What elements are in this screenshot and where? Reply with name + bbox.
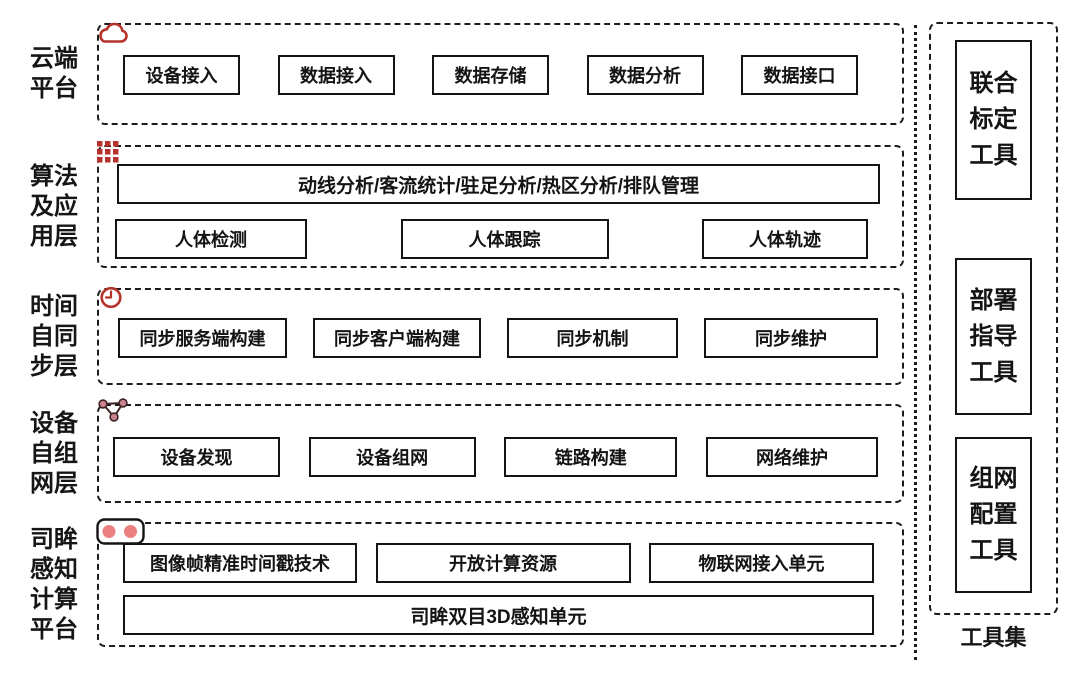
module-box: 人体轨迹 (702, 219, 868, 259)
module-box: 设备发现 (113, 437, 280, 477)
layer-label-perception-platform: 司眸 感知 计算 平台 (30, 525, 78, 643)
clock-icon (99, 285, 123, 310)
module-box: 设备组网 (308, 437, 476, 477)
layer-label-algorithm-application: 算法 及应 用层 (30, 162, 78, 250)
module-box: 数据分析 (586, 55, 704, 95)
module-box: 数据接口 (741, 55, 858, 95)
toolset-label: 工具集 (960, 625, 1027, 650)
tool-box-joint-calibration: 联合 标定 工具 (955, 40, 1032, 200)
module-box: 设备接入 (123, 55, 240, 95)
tool-box-deployment-guide: 部署 指导 工具 (955, 258, 1032, 415)
module-box-wide: 动线分析/客流统计/驻足分析/热区分析/排队管理 (117, 164, 880, 204)
toolset-panel: 联合 标定 工具 部署 指导 工具 组网 配置 工具 (929, 22, 1058, 615)
module-box: 人体检测 (115, 219, 307, 259)
module-box: 物联网接入单元 (649, 543, 874, 583)
layer-section-cloud-platform: 设备接入 数据接入 数据存储 数据分析 数据接口 (97, 21, 904, 125)
module-box: 人体跟踪 (400, 219, 609, 259)
module-box: 同步客户端构建 (313, 318, 481, 358)
layer-section-time-sync: 同步服务端构建 同步客户端构建 同步机制 同步维护 (97, 285, 904, 385)
grid-icon (97, 141, 119, 163)
layer-label-device-network: 设备 自组 网层 (30, 409, 78, 497)
module-box: 同步机制 (507, 318, 678, 358)
module-box: 同步服务端构建 (118, 318, 287, 358)
module-box: 数据存储 (432, 55, 549, 95)
module-box: 数据接入 (277, 55, 395, 95)
layer-section-device-network: 设备发现 设备组网 链路构建 网络维护 (97, 398, 904, 503)
vertical-divider (914, 25, 917, 660)
tool-box-network-config: 组网 配置 工具 (955, 437, 1032, 593)
module-box-wide: 司眸双目3D感知单元 (123, 595, 874, 635)
module-box: 同步维护 (704, 318, 878, 358)
module-box: 开放计算资源 (375, 543, 631, 583)
layer-label-cloud-platform: 云端 平台 (30, 45, 78, 102)
network-icon (98, 398, 128, 424)
module-box: 图像帧精准时间戳技术 (123, 543, 357, 583)
module-box: 网络维护 (705, 437, 878, 477)
cloud-icon (97, 21, 130, 45)
layer-section-algorithm-application: 动线分析/客流统计/驻足分析/热区分析/排队管理 人体检测 人体跟踪 人体轨迹 (97, 141, 904, 268)
module-box: 链路构建 (504, 437, 678, 477)
stereo-camera-icon (96, 518, 145, 545)
layer-section-perception-platform: 图像帧精准时间戳技术 开放计算资源 物联网接入单元 司眸双目3D感知单元 (96, 518, 904, 647)
layer-label-time-sync: 时间 自同 步层 (30, 292, 78, 380)
